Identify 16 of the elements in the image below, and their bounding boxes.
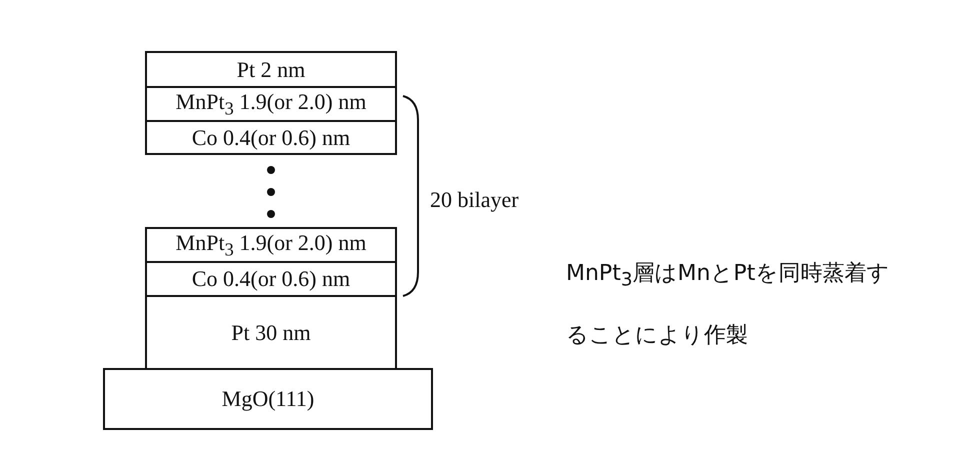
layer-label: Co 0.4(or 0.6) nm: [192, 266, 350, 292]
note-text: MnPt$_{3}$層はMnとPtを同時蒸着することにより作製: [566, 260, 890, 350]
layer-label: MnPt$_{3}$ 1.9(or 2.0) nm: [176, 88, 366, 120]
layer-label: MnPt$_{3}$ 1.9(or 2.0) nm: [176, 230, 366, 260]
layer-label: Pt 30 nm: [231, 320, 311, 346]
layer-box: [145, 86, 397, 122]
layer-label: MgO(111): [222, 386, 314, 412]
layer-box: [145, 51, 397, 88]
layer-box: [145, 227, 397, 263]
layer-box: [145, 295, 397, 370]
layer-box: [145, 120, 397, 155]
layer-box: [103, 368, 433, 430]
layer-label: Co 0.4(or 0.6) nm: [192, 124, 350, 150]
layer-box: [145, 261, 397, 297]
bracket-label: 20 bilayer: [430, 186, 519, 214]
layer-label: Pt 2 nm: [236, 56, 306, 82]
